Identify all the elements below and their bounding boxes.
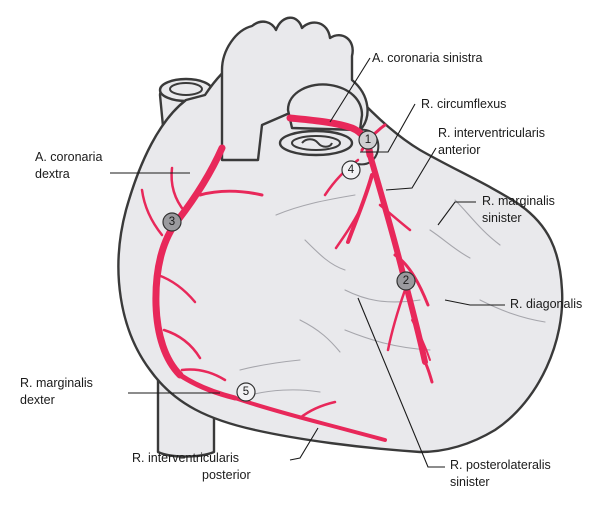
label-marginalis-dexter-1: R. marginalis: [20, 376, 93, 390]
marker-1: 1: [359, 131, 377, 149]
marker-2: 2: [397, 272, 415, 290]
label-circumflexus: R. circumflexus: [421, 97, 506, 111]
label-coronaria-sinistra: A. coronaria sinistra: [372, 51, 483, 65]
marker-5: 5: [237, 383, 255, 401]
label-coronaria-dextra-1: A. coronaria: [35, 150, 102, 164]
label-interventricularis-anterior-2: anterior: [438, 143, 480, 157]
svg-text:2: 2: [403, 275, 409, 287]
label-posterolateralis-sinister-2: sinister: [450, 475, 490, 489]
aortic-root-opening: [280, 131, 352, 155]
marker-3: 3: [163, 213, 181, 231]
label-interventricularis-posterior-1: R. interventricularis: [132, 451, 239, 465]
svg-text:3: 3: [169, 216, 175, 228]
label-marginalis-sinister-2: sinister: [482, 211, 522, 225]
marker-4: 4: [342, 161, 360, 179]
label-diagonalis: R. diagonalis: [510, 297, 582, 311]
svg-text:1: 1: [365, 134, 371, 146]
label-posterolateralis-sinister-1: R. posterolateralis: [450, 458, 551, 472]
label-interventricularis-anterior-1: R. interventricularis: [438, 126, 545, 140]
svg-text:4: 4: [348, 164, 355, 176]
label-marginalis-sinister-1: R. marginalis: [482, 194, 555, 208]
svg-text:5: 5: [243, 386, 249, 398]
label-interventricularis-posterior-2: posterior: [202, 468, 251, 482]
label-coronaria-dextra-2: dextra: [35, 167, 70, 181]
label-marginalis-dexter-2: dexter: [20, 393, 55, 407]
